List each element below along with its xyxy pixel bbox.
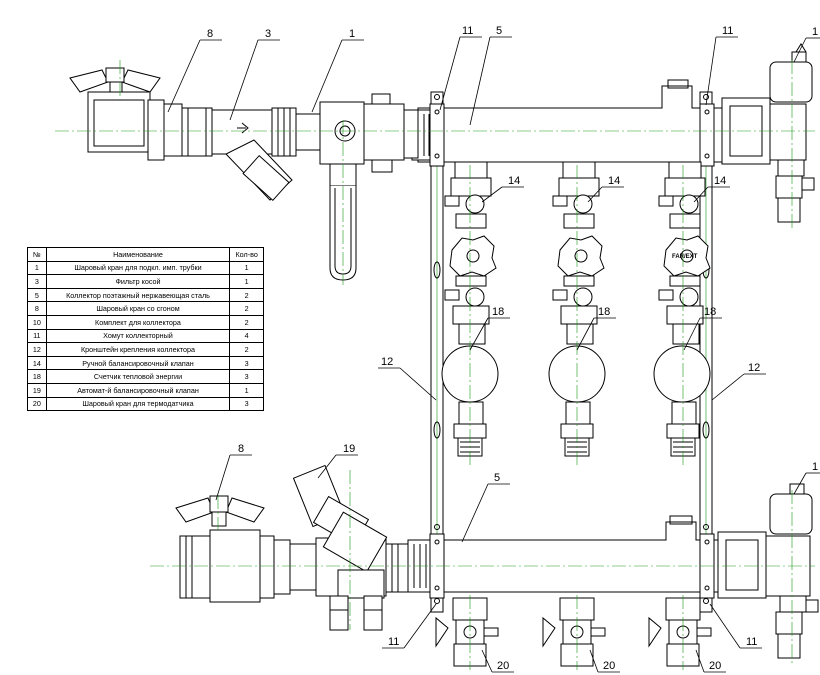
- callout-20-c: 20: [709, 660, 721, 672]
- spec-table-header: № Наименование Кол-во: [27, 247, 264, 262]
- row-qty: 4: [229, 328, 264, 344]
- callout-11-top-left: 11: [462, 25, 473, 37]
- row-name: Фильтр косой: [45, 274, 231, 289]
- row-name: Автомат-й балансировочный клапан: [45, 382, 231, 398]
- callout-12-right: 12: [748, 362, 760, 374]
- callout-10-bottom: 1: [812, 461, 818, 473]
- header-no: №: [27, 247, 47, 262]
- row-name: Счетчик тепловой энергии: [45, 369, 231, 384]
- callout-20-a: 20: [497, 660, 509, 672]
- row-no: 10: [27, 314, 47, 330]
- callout-11-bottom-right: 11: [746, 636, 757, 648]
- callout-11-top-right: 11: [722, 25, 733, 37]
- callout-leaders: [167, 36, 820, 673]
- callout-12-left: 12: [381, 356, 393, 368]
- row-name: Хомут коллекторный: [45, 328, 231, 344]
- bottom-manifold: [407, 515, 723, 599]
- callout-18-a: 18: [492, 306, 504, 318]
- callout-8-bottom: 8: [238, 443, 244, 455]
- bottom-ball-valve: [175, 495, 291, 603]
- row-qty: 1: [229, 274, 264, 289]
- row-name: Ручной балансировочный клапан: [45, 355, 231, 371]
- row-name: Шаровый кран со сгоном: [45, 301, 231, 316]
- row-no: 20: [27, 396, 47, 412]
- bottom-air-vent: [717, 483, 819, 659]
- row-name: Кронштейн крепления коллектора: [45, 342, 231, 357]
- callout-10-top: 1: [812, 26, 818, 38]
- callout-14-b: 14: [608, 175, 620, 187]
- row-name: Шаровый кран для подкл. имп. трубки: [45, 260, 231, 276]
- row-no: 12: [27, 342, 47, 357]
- row-qty: 2: [229, 342, 264, 357]
- row-name: Коллектор поэтажный нержавеющая сталь: [45, 287, 231, 303]
- callout-11-bottom-left: 11: [388, 636, 399, 648]
- row-qty: 3: [229, 369, 264, 384]
- callout-18-b: 18: [598, 306, 610, 318]
- y-strainer: [211, 109, 293, 202]
- row-no: 18: [27, 369, 47, 384]
- row-no: 5: [27, 287, 47, 303]
- row-no: 1: [27, 260, 47, 276]
- row-no: 3: [27, 274, 47, 289]
- row-no: 8: [27, 301, 47, 316]
- top-valve-body: [271, 93, 419, 281]
- row-qty: 3: [229, 396, 264, 412]
- bracket-left: [430, 91, 444, 613]
- callout-20-b: 20: [603, 660, 615, 672]
- callout-5-bottom: 5: [494, 472, 500, 484]
- branch-column-3: [648, 161, 712, 670]
- valve-brand-label: FAR/EXT: [672, 254, 698, 260]
- row-no: 11: [27, 328, 47, 344]
- branch-column-1: [435, 161, 499, 670]
- callout-18-c: 18: [704, 306, 716, 318]
- callout-3: 3: [265, 28, 271, 40]
- auto-balancing-valve: [289, 464, 409, 631]
- row-qty: 2: [229, 287, 264, 303]
- row-qty: 1: [229, 260, 264, 276]
- callout-19: 19: [343, 443, 355, 455]
- row-qty: 3: [229, 355, 264, 371]
- callout-labels: 8 3 1 11 5 11 1 14 14 14 18 18 18 12 12 …: [207, 25, 818, 672]
- row-qty: 2: [229, 301, 264, 316]
- callout-14-a: 14: [508, 175, 520, 187]
- callout-1: 1: [349, 28, 355, 40]
- row-qty: 1: [229, 382, 264, 398]
- callout-8-top: 8: [207, 28, 213, 40]
- top-union: [181, 107, 213, 157]
- top-ball-valve: [69, 67, 183, 161]
- branch-column-2: [542, 161, 606, 670]
- header-name: Наименование: [45, 247, 231, 262]
- row-qty: 2: [229, 314, 264, 330]
- row-name: Комплект для коллектора: [45, 314, 231, 330]
- top-manifold: [411, 79, 723, 167]
- row-name: Шаровый кран для термодатчика: [45, 396, 231, 412]
- row-no: 19: [27, 382, 47, 398]
- top-air-vent: [721, 43, 815, 223]
- row-no: 14: [27, 355, 47, 371]
- pipe-centerlines: [55, 60, 815, 665]
- callout-5-top: 5: [496, 25, 502, 37]
- header-qty: Кол-во: [229, 247, 264, 262]
- callout-14-c: 14: [714, 175, 726, 187]
